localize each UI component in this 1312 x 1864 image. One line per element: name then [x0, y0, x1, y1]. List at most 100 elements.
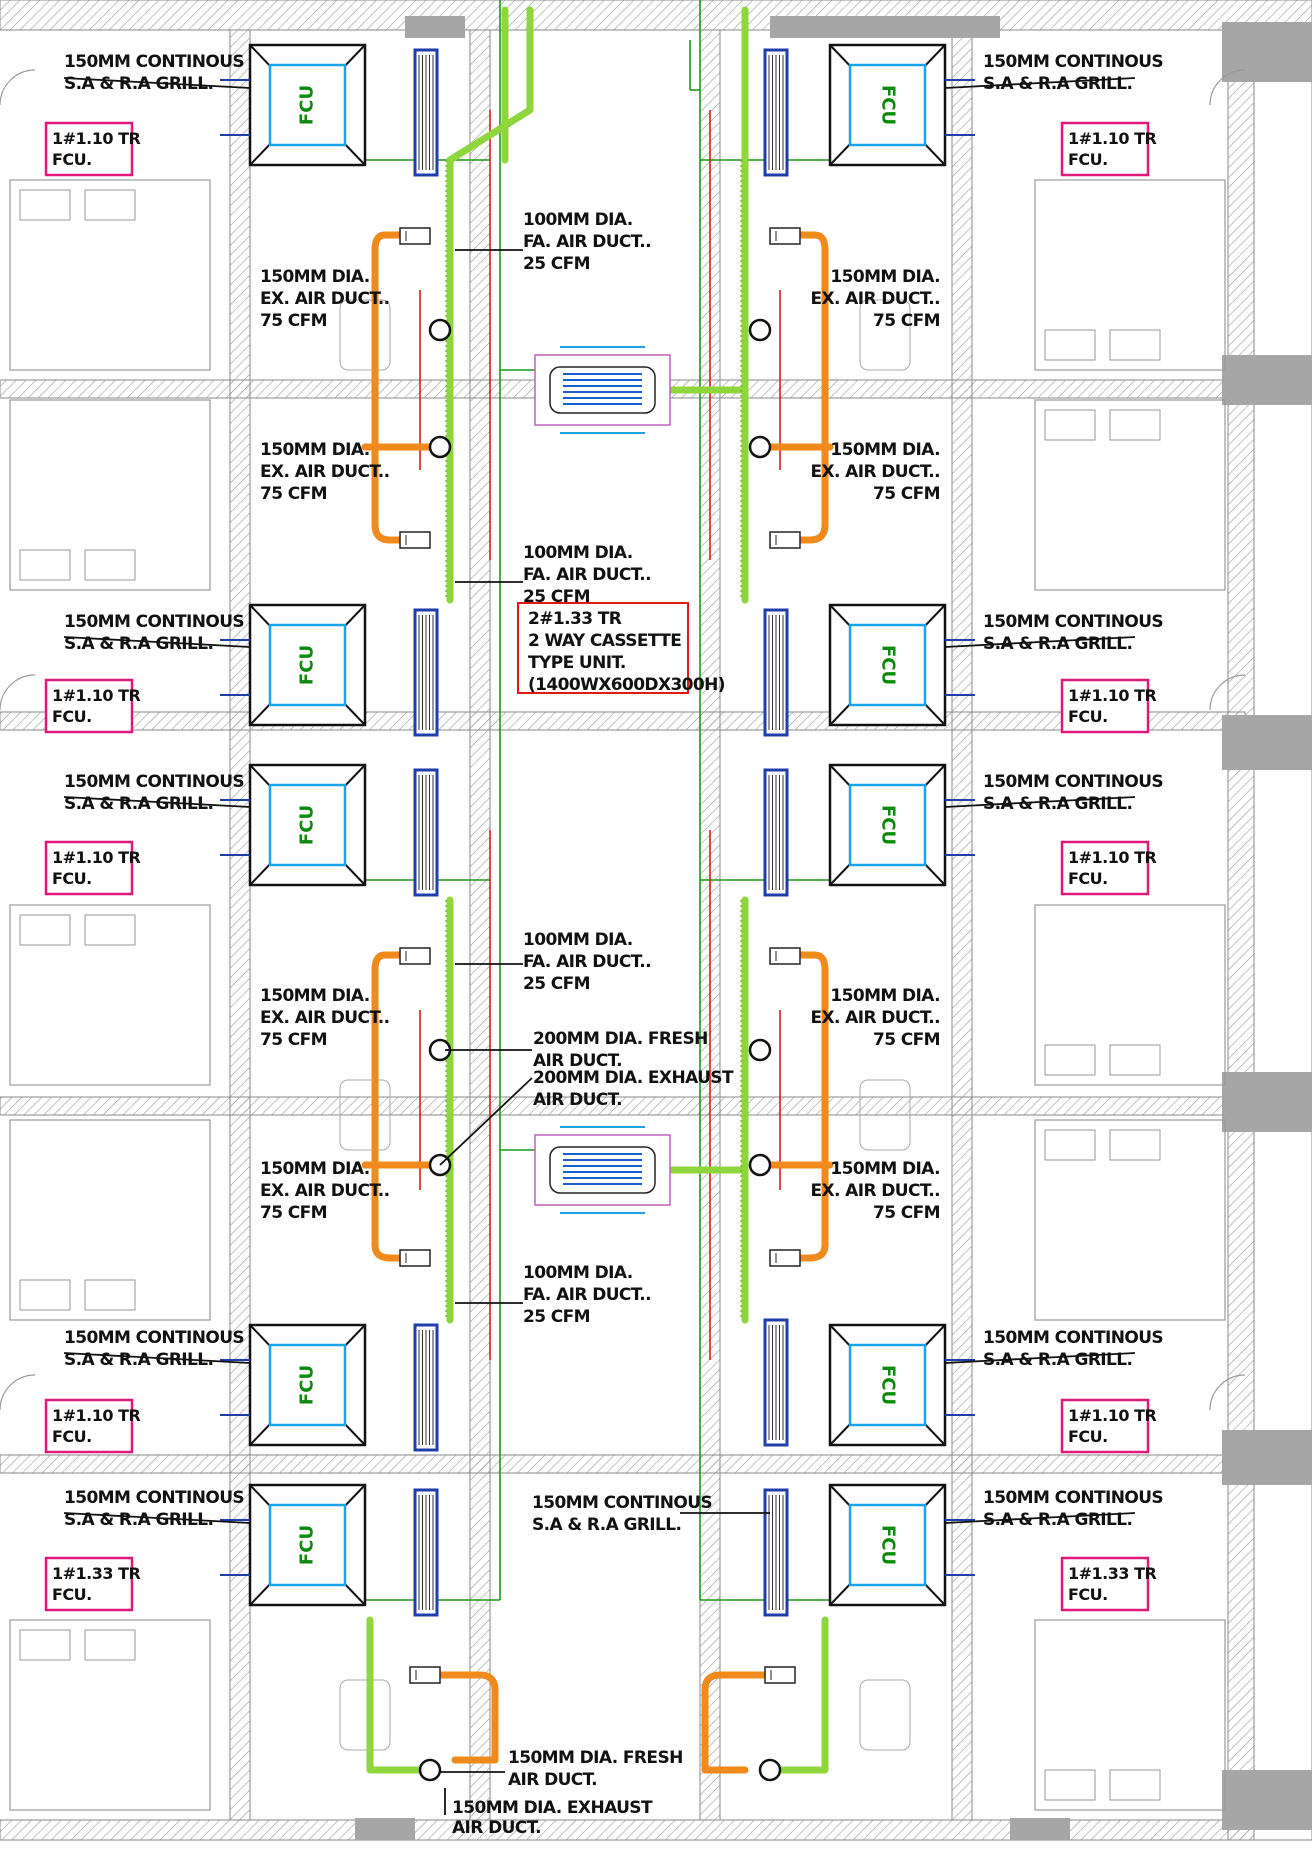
- ex-duct-label-r-3-line2: EX. AIR DUCT..: [810, 1181, 940, 1201]
- fcu-tag-3-line1: 1#1.10 TR: [52, 1406, 141, 1425]
- column-8: [355, 1818, 415, 1840]
- grill-label-4-line1: 150MM CONTINOUS: [64, 1488, 244, 1508]
- corridor-grill-label-line1: 150MM CONTINOUS: [532, 1493, 712, 1513]
- column-9: [1010, 1818, 1070, 1840]
- room-furniture: [0, 69, 1246, 1811]
- fcu-tag-6-line1: 1#1.10 TR: [1068, 686, 1157, 705]
- fcu-symbol-text-6: FCU: [297, 1365, 318, 1405]
- grill-leader-l-1: [63, 636, 251, 648]
- ex-duct-label-r-2-line3: 75 CFM: [873, 1030, 940, 1050]
- ex-duct-label-r-1-line3: 75 CFM: [873, 484, 940, 504]
- grill-label-8-line1: 150MM CONTINOUS: [983, 1328, 1163, 1348]
- fcu-tag-7-line2: FCU.: [1068, 869, 1108, 888]
- exhaust-fan-8: [409, 1666, 441, 1684]
- fcu-tag-box-5: [1060, 121, 1150, 177]
- pillow-a-4: [19, 1629, 71, 1661]
- duct-riser-3: [748, 435, 772, 459]
- ex-duct-label-l-0-line3: 75 CFM: [260, 311, 327, 331]
- fcu-tag-5-line1: 1#1.10 TR: [1068, 129, 1157, 148]
- pillow-b-7: [1109, 1044, 1161, 1076]
- cassette-tag-line2: 2 WAY CASSETTE: [528, 631, 681, 651]
- fresh-150-label-line1: 150MM DIA. FRESH: [508, 1748, 683, 1768]
- fa-duct-label-0-line3: 25 CFM: [523, 254, 590, 274]
- exhaust-200-label-line1: 200MM DIA. EXHAUST: [533, 1068, 734, 1088]
- fcu-tag-box-1: [44, 678, 134, 734]
- pillow-b-0: [84, 189, 136, 221]
- grill-leader-l-2: [63, 796, 251, 808]
- fcu-coil-9: [848, 1503, 927, 1587]
- exhaust-air-duct-4: [371, 951, 419, 1262]
- fcu-coil-5: [848, 783, 927, 867]
- exhaust-air-duct-2: [781, 231, 829, 544]
- grill-label-6-line2: S.A & R.A GRILL.: [983, 634, 1132, 654]
- exhaust-200-label-line2: AIR DUCT.: [533, 1090, 622, 1110]
- bed-2: [9, 904, 211, 1086]
- ex-duct-label-l-2-line1: 150MM DIA.: [260, 986, 370, 1006]
- cassette-core-0: [549, 366, 656, 414]
- fcu-tag-6-line2: FCU.: [1068, 707, 1108, 726]
- door-swing-1: [0, 674, 36, 711]
- grill-leader-l-4: [63, 1512, 251, 1524]
- ex-duct-label-l-1-line2: EX. AIR DUCT..: [260, 462, 390, 482]
- bed-5: [1034, 179, 1226, 371]
- exhaust-fan-0: [399, 227, 431, 245]
- fa-duct-label-2-line2: FA. AIR DUCT..: [523, 952, 651, 972]
- grill-label-3-line1: 150MM CONTINOUS: [64, 1328, 244, 1348]
- exhaust-fan-4: [399, 947, 431, 965]
- cassette-units: [517, 346, 689, 1214]
- fa-duct-label-1-line3: 25 CFM: [523, 587, 590, 607]
- fa-duct-label-0-line2: FA. AIR DUCT..: [523, 232, 651, 252]
- pillow-a-6: [1044, 409, 1096, 441]
- grill-label-7-line2: S.A & R.A GRILL.: [983, 794, 1132, 814]
- fcu-tag-9-line2: FCU.: [1068, 1585, 1108, 1604]
- pillow-b-4: [84, 1629, 136, 1661]
- structural-columns: [355, 16, 1312, 1840]
- wc-3: [859, 299, 911, 371]
- exhaust-air-duct-0: [371, 231, 419, 544]
- pillow-a-0: [19, 189, 71, 221]
- column-1: [770, 16, 1000, 38]
- grill-leader-r-0: [944, 77, 1136, 89]
- fa-duct-label-0-line1: 100MM DIA.: [523, 210, 633, 230]
- door-swing-0: [0, 69, 36, 106]
- fcu-tag-4-line1: 1#1.33 TR: [52, 1564, 141, 1583]
- ex-duct-label-r-1-line1: 150MM DIA.: [830, 440, 940, 460]
- fcu-tag-0-line1: 1#1.10 TR: [52, 129, 141, 148]
- ex-duct-label-l-3-line3: 75 CFM: [260, 1203, 327, 1223]
- fcu-tag-box-4: [44, 1556, 134, 1612]
- ex-duct-label-l-0-line1: 150MM DIA.: [260, 267, 370, 287]
- exhaust-150-label-line2: AIR DUCT.: [452, 1818, 541, 1838]
- bed-4: [9, 1619, 211, 1811]
- grill-leader-r-4: [944, 1512, 1136, 1524]
- pillow-a-7: [1044, 1044, 1096, 1076]
- grill-label-1-line1: 150MM CONTINOUS: [64, 612, 244, 632]
- fresh-150-label-line2: AIR DUCT.: [508, 1770, 597, 1790]
- wc-0: [339, 299, 391, 371]
- duct-riser-6: [748, 1038, 772, 1062]
- fa-duct-label-3-line2: FA. AIR DUCT..: [523, 1285, 651, 1305]
- duct-riser-1: [428, 435, 452, 459]
- fcu-symbol-text-8: FCU: [297, 1525, 318, 1565]
- fa-duct-label-2-line3: 25 CFM: [523, 974, 590, 994]
- fcu-coil-8: [268, 1503, 347, 1587]
- fresh-200-label-line2: AIR DUCT.: [533, 1051, 622, 1071]
- annotation-labels: 1#1.10 TR FCU. 1#1.10 TR FCU. 1#1.10 TR FCU. 1…: [44, 52, 1164, 1838]
- fcu-coil-0: [268, 63, 347, 147]
- duct-riser-7: [748, 1153, 772, 1177]
- fa-duct-label-3-line3: 25 CFM: [523, 1307, 590, 1327]
- fa-duct-label-1-line2: FA. AIR DUCT..: [523, 565, 651, 585]
- fcu-coil-7: [848, 1343, 927, 1427]
- fcu-tag-box-8: [1060, 1398, 1150, 1454]
- ex-duct-label-l-2-line2: EX. AIR DUCT..: [260, 1008, 390, 1028]
- fcu-tag-2-line2: FCU.: [52, 869, 92, 888]
- fcu-tag-1-line1: 1#1.10 TR: [52, 686, 141, 705]
- grill-label-6-line1: 150MM CONTINOUS: [983, 612, 1163, 632]
- fcu-tag-5-line2: FCU.: [1068, 150, 1108, 169]
- cassette-tag-box: [517, 602, 689, 694]
- fcu-tag-2-line1: 1#1.10 TR: [52, 848, 141, 867]
- fcu-symbol-text-4: FCU: [297, 805, 318, 845]
- exhaust-150-label-line1: 150MM DIA. EXHAUST: [452, 1798, 653, 1818]
- fcu-tag-8-line1: 1#1.10 TR: [1068, 1406, 1157, 1425]
- ex-duct-label-r-0-line1: 150MM DIA.: [830, 267, 940, 287]
